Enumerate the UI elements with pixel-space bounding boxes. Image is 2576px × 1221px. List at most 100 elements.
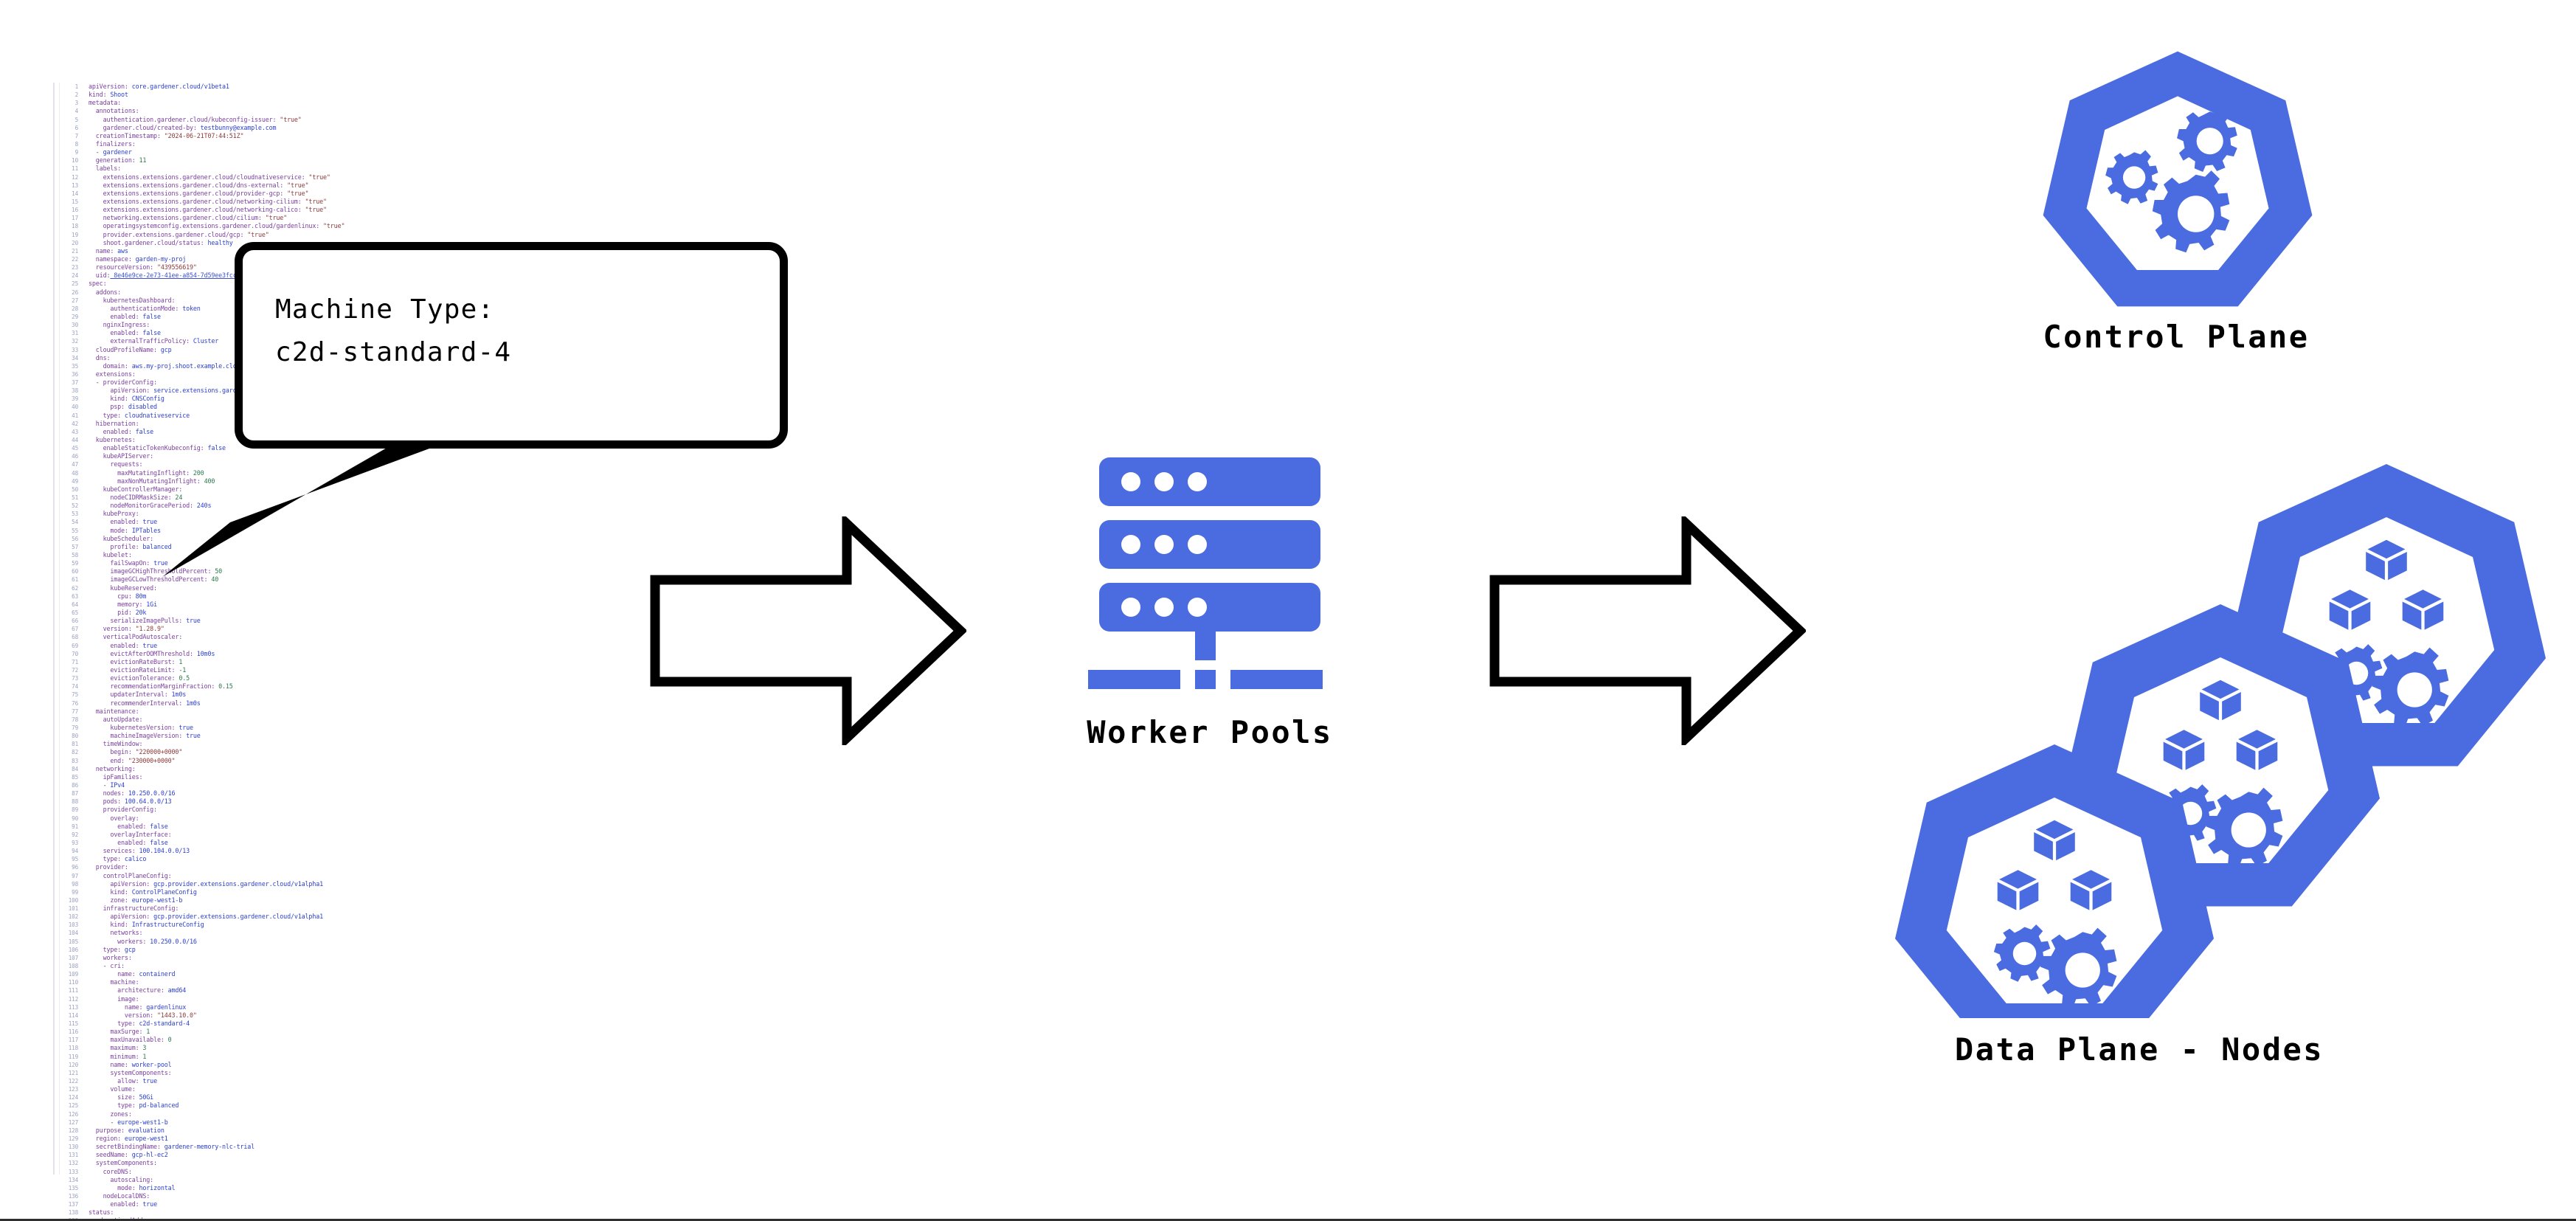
code-line: 100 zone: europe-west1-b <box>53 896 614 904</box>
code-line-number: 111 <box>68 987 78 995</box>
code-line-number: 18 <box>72 223 78 230</box>
data-plane-label: Data Plane - Nodes <box>1954 1031 2324 1068</box>
code-line-number: 88 <box>72 798 78 806</box>
code-line-text: enabled: false <box>89 427 154 435</box>
code-line: 86 - IPv4 <box>53 781 614 789</box>
code-line-number: 12 <box>72 173 78 181</box>
code-line-number: 44 <box>72 437 78 444</box>
code-line-text: extensions: <box>89 370 136 378</box>
code-line: 54 enabled: true <box>53 518 614 526</box>
code-line: 45 enableStaticTokenKubeconfig: false <box>53 444 614 452</box>
code-line-text: recommendationMarginFraction: 0.15 <box>89 682 233 691</box>
code-line-text: creationTimestamp: "2024-06-21T07:44:51Z… <box>89 131 244 139</box>
kubernetes-gears-icon <box>2043 51 2313 307</box>
code-line: 136 nodeLocalDNS: <box>53 1192 614 1200</box>
code-line: 53 kubeProxy: <box>53 510 614 518</box>
code-line: 92 overlayInterface: <box>53 831 614 839</box>
code-line-text: autoscaling: <box>89 1175 154 1183</box>
code-line-text: name: gardenlinux <box>89 1003 187 1011</box>
code-line-number: 21 <box>72 247 78 255</box>
code-line-number: 53 <box>72 511 78 518</box>
code-line: 108 - cri: <box>53 962 614 970</box>
code-line-number: 51 <box>72 494 78 502</box>
code-line-text: zone: europe-west1-b <box>89 896 183 904</box>
code-line: 76 recommenderInterval: 1m0s <box>53 699 614 708</box>
code-line-number: 1 <box>75 83 79 90</box>
code-line-number: 14 <box>72 190 78 197</box>
code-line: 24 uid: 8e46e9ce-2e73-41ee-a854-7d59ee3f… <box>53 271 614 280</box>
code-line-number: 26 <box>72 288 78 296</box>
code-line-number: 11 <box>72 165 78 173</box>
code-line-text: apiVersion: core.gardener.cloud/v1beta1 <box>89 83 229 90</box>
code-line-number: 34 <box>72 354 78 362</box>
code-line-text: evictionRateLimit: -1 <box>89 665 187 674</box>
code-line-number: 57 <box>72 543 78 550</box>
code-line: 132 systemComponents: <box>53 1159 614 1167</box>
code-line-number: 20 <box>72 239 78 246</box>
code-line: 97 controlPlaneConfig: <box>53 872 614 880</box>
code-line-number: 17 <box>72 215 78 222</box>
code-line-text: enabled: false <box>89 822 168 830</box>
code-line: 34 dns: <box>53 354 614 362</box>
code-line-text: mode: IPTables <box>89 526 161 534</box>
code-line-number: 93 <box>72 839 78 846</box>
code-line: 99 kind: ControlPlaneConfig <box>53 888 614 896</box>
code-line-text: maxSurge: 1 <box>89 1028 150 1036</box>
code-line-text: maintenance: <box>89 707 139 715</box>
code-line-number: 77 <box>72 708 78 715</box>
code-line-text: kind: InfrastructureConfig <box>89 921 204 929</box>
code-line: 110 machine: <box>53 978 614 986</box>
code-line-text: timeWindow: <box>89 740 143 748</box>
code-line-number: 133 <box>68 1168 78 1175</box>
code-line-text: - IPv4 <box>89 781 125 789</box>
code-line: 118 maximum: 3 <box>53 1044 614 1052</box>
code-line-text: minimum: 1 <box>89 1052 147 1060</box>
code-line-number: 131 <box>68 1152 78 1159</box>
code-line: 29 enabled: false <box>53 313 614 321</box>
code-line-number: 114 <box>68 1011 78 1019</box>
code-line: 82 begin: "220000+0000" <box>53 748 614 756</box>
code-line: 6 gardener.cloud/created-by: testbunny@e… <box>53 124 614 132</box>
code-line-number: 109 <box>68 971 78 978</box>
code-line-number: 23 <box>72 264 78 271</box>
code-line: 104 networks: <box>53 929 614 937</box>
code-line-text: namespace: garden-my-proj <box>89 255 187 263</box>
code-line-number: 97 <box>72 872 78 879</box>
code-line-text: secretBindingName: gardener-memory-nlc-t… <box>89 1143 255 1151</box>
code-line-number: 68 <box>72 634 78 641</box>
code-line-number: 60 <box>72 568 78 575</box>
code-line-number: 24 <box>72 272 78 280</box>
code-line-number: 122 <box>68 1078 78 1085</box>
code-line-text: - providerConfig: <box>89 378 157 387</box>
code-line-text: - europe-west1-b <box>89 1118 168 1126</box>
code-line-text: enabled: true <box>89 518 157 526</box>
code-line-text: kubeReserved: <box>89 584 157 592</box>
code-line-number: 137 <box>68 1201 78 1208</box>
code-line-number: 102 <box>68 913 78 921</box>
code-line-text: networking.extensions.gardener.cloud/cil… <box>89 214 288 222</box>
code-line: 7 creationTimestamp: "2024-06-21T07:44:5… <box>53 132 614 140</box>
code-line: 30 nginxIngress: <box>53 321 614 329</box>
code-line-text: finalizers: <box>89 139 136 148</box>
code-line-number: 121 <box>68 1069 78 1076</box>
code-line-number: 58 <box>72 552 78 559</box>
code-line-number: 87 <box>72 790 78 798</box>
code-line-number: 56 <box>72 535 78 542</box>
code-line-text: type: pd-balanced <box>89 1101 179 1110</box>
code-line-number: 98 <box>72 880 78 888</box>
code-line: 75 updaterInterval: 1m0s <box>53 691 614 699</box>
code-line-number: 129 <box>68 1135 78 1142</box>
code-line-text: authentication.gardener.cloud/kubeconfig… <box>89 115 302 123</box>
code-line-text: cpu: 80m <box>89 592 147 600</box>
code-line-number: 96 <box>72 864 78 871</box>
code-line-number: 38 <box>72 387 78 395</box>
code-line: 17 networking.extensions.gardener.cloud/… <box>53 214 614 222</box>
code-line-text: memory: 1Gi <box>89 600 157 608</box>
code-line-text: type: gcp <box>89 945 136 953</box>
code-line: 42 hibernation: <box>53 420 614 428</box>
code-line-number: 5 <box>75 116 79 123</box>
code-line-text: networking: <box>89 764 136 772</box>
code-line: 114 version: "1443.10.0" <box>53 1011 614 1020</box>
code-line: 15 extensions.extensions.gardener.cloud/… <box>53 198 614 206</box>
